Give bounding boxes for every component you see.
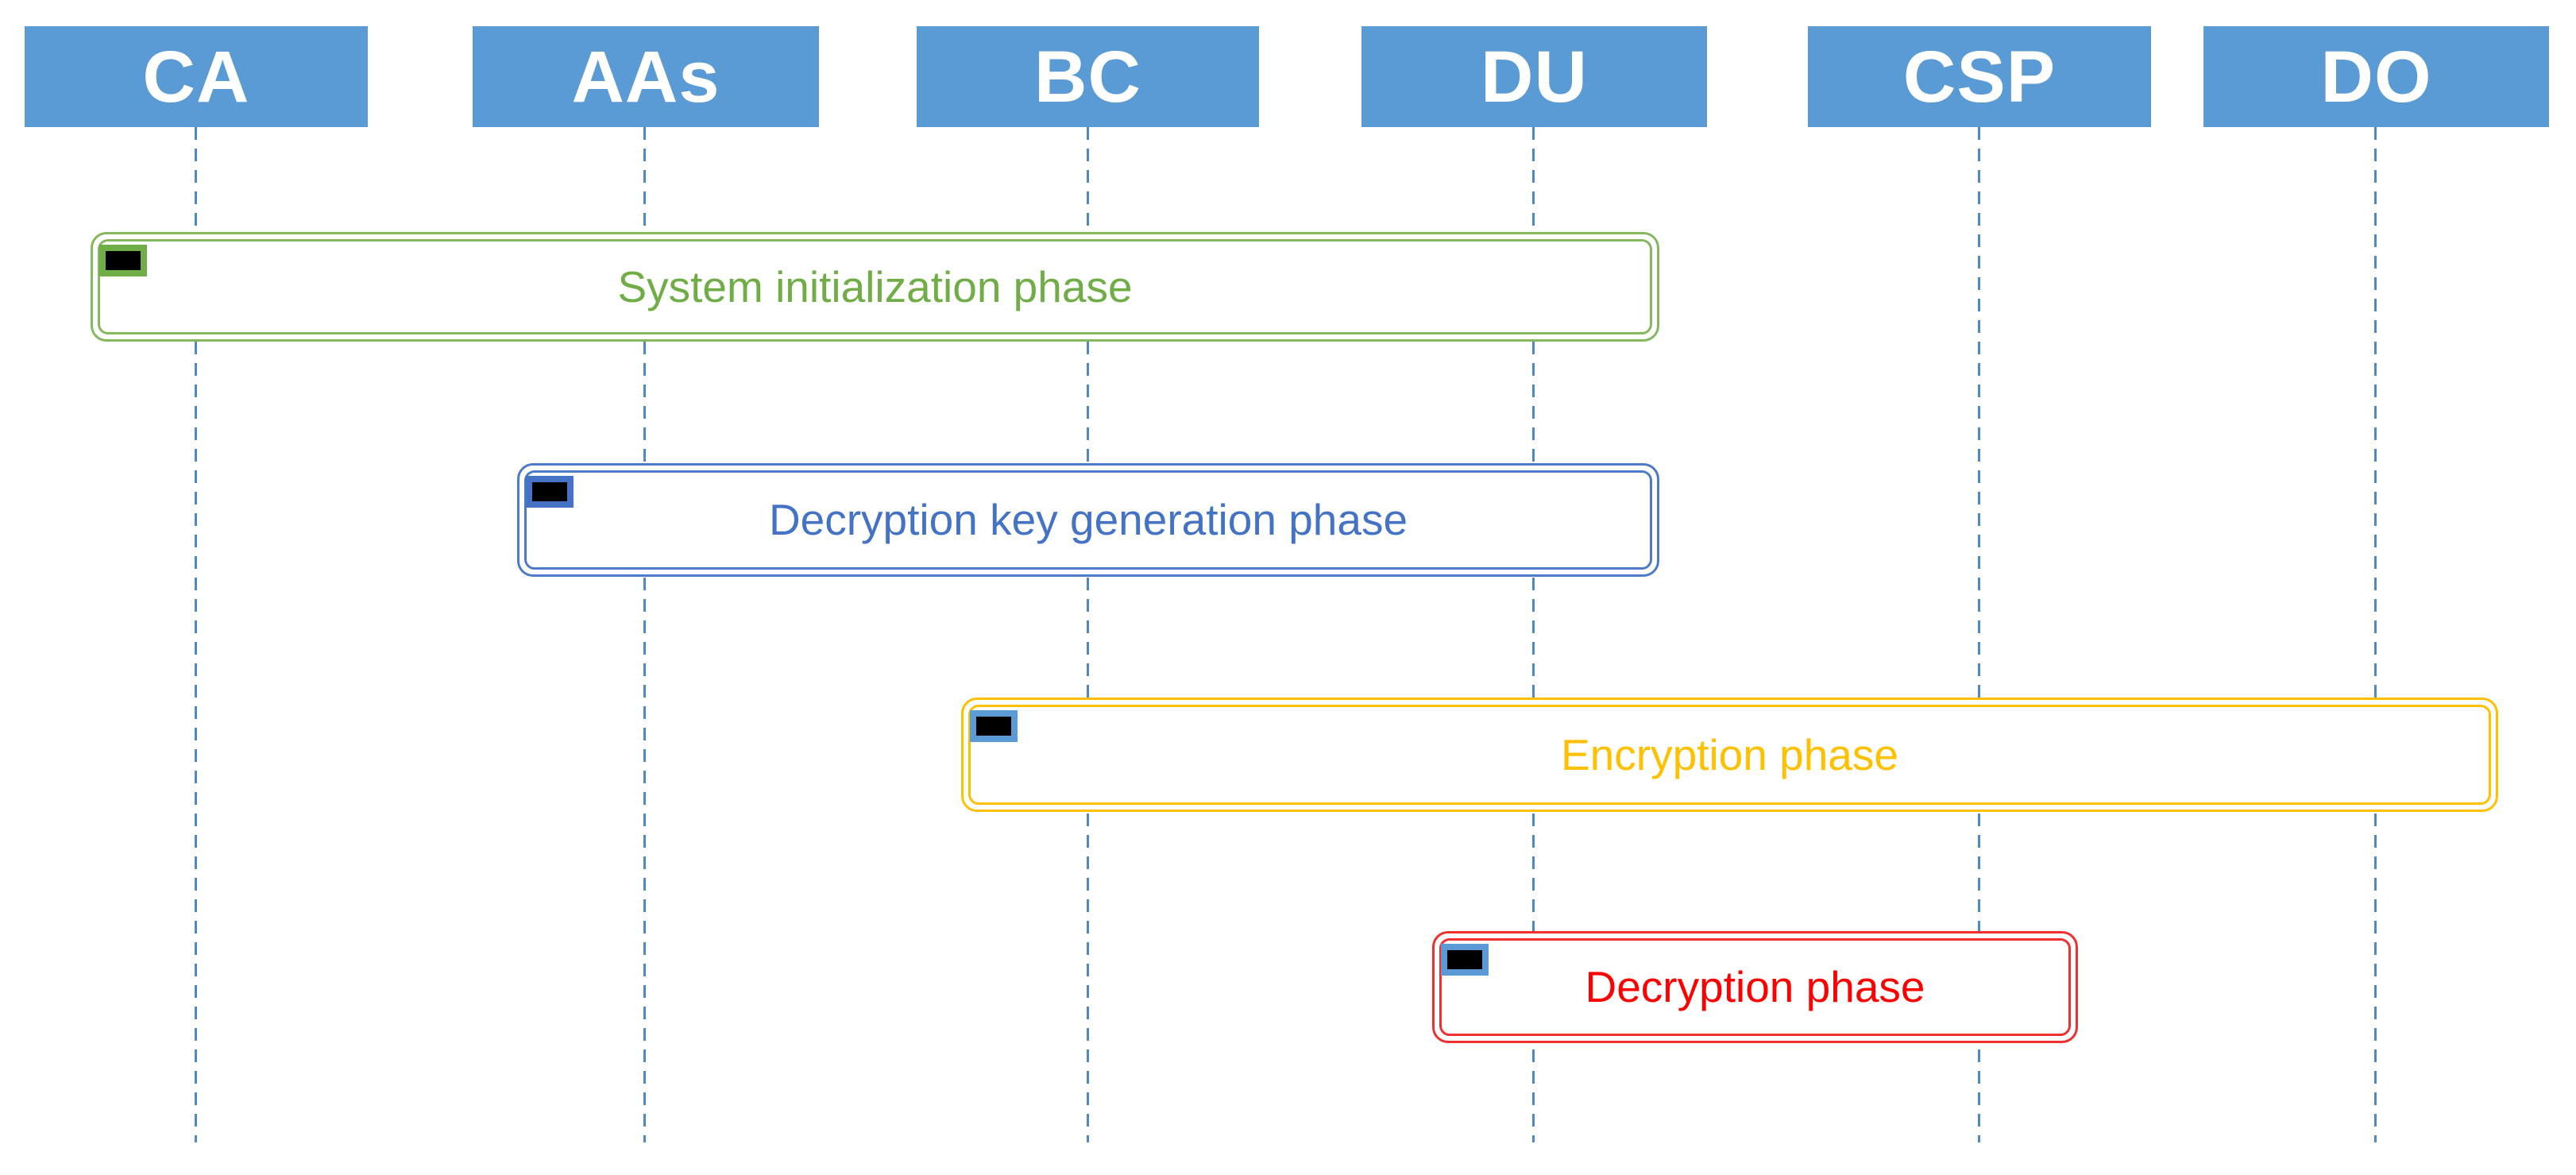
phase-label-decryption-key-generation: Decryption key generation phase [768, 495, 1408, 544]
lifeline-do [2374, 127, 2377, 1142]
phase-marker-icon [526, 476, 574, 508]
lifeline-ca [195, 127, 197, 1142]
actor-box-do: DO [2203, 26, 2549, 127]
actor-box-du: DU [1361, 26, 1707, 127]
phase-marker-icon [970, 710, 1018, 742]
lifeline-bc [1087, 127, 1089, 1142]
phase-marker-icon [99, 245, 147, 276]
actor-box-bc: BC [917, 26, 1259, 127]
actor-box-ca: CA [25, 26, 368, 127]
phase-label-system-initialization: System initialization phase [617, 261, 1133, 311]
actor-label-ca: CA [142, 36, 250, 118]
actor-label-bc: BC [1034, 36, 1141, 118]
actor-label-du: DU [1481, 36, 1588, 118]
phase-label-encryption: Encryption phase [1561, 729, 1898, 779]
lifeline-csp [1978, 127, 1980, 1142]
phase-label-decryption: Decryption phase [1585, 962, 1925, 1011]
phase-marker-icon [1441, 944, 1489, 976]
phase-box-encryption: Encryption phase [961, 698, 2498, 812]
actor-label-csp: CSP [1902, 36, 2057, 118]
phase-box-decryption-key-generation: Decryption key generation phase [517, 463, 1659, 577]
actor-box-aas: AAs [473, 26, 819, 127]
actor-label-aas: AAs [571, 36, 720, 118]
actor-box-csp: CSP [1808, 26, 2151, 127]
lifeline-aas [643, 127, 646, 1142]
lifeline-du [1532, 127, 1535, 1142]
phase-box-system-initialization: System initialization phase [91, 232, 1659, 342]
phase-box-decryption: Decryption phase [1432, 931, 2078, 1043]
actor-label-do: DO [2320, 36, 2432, 118]
